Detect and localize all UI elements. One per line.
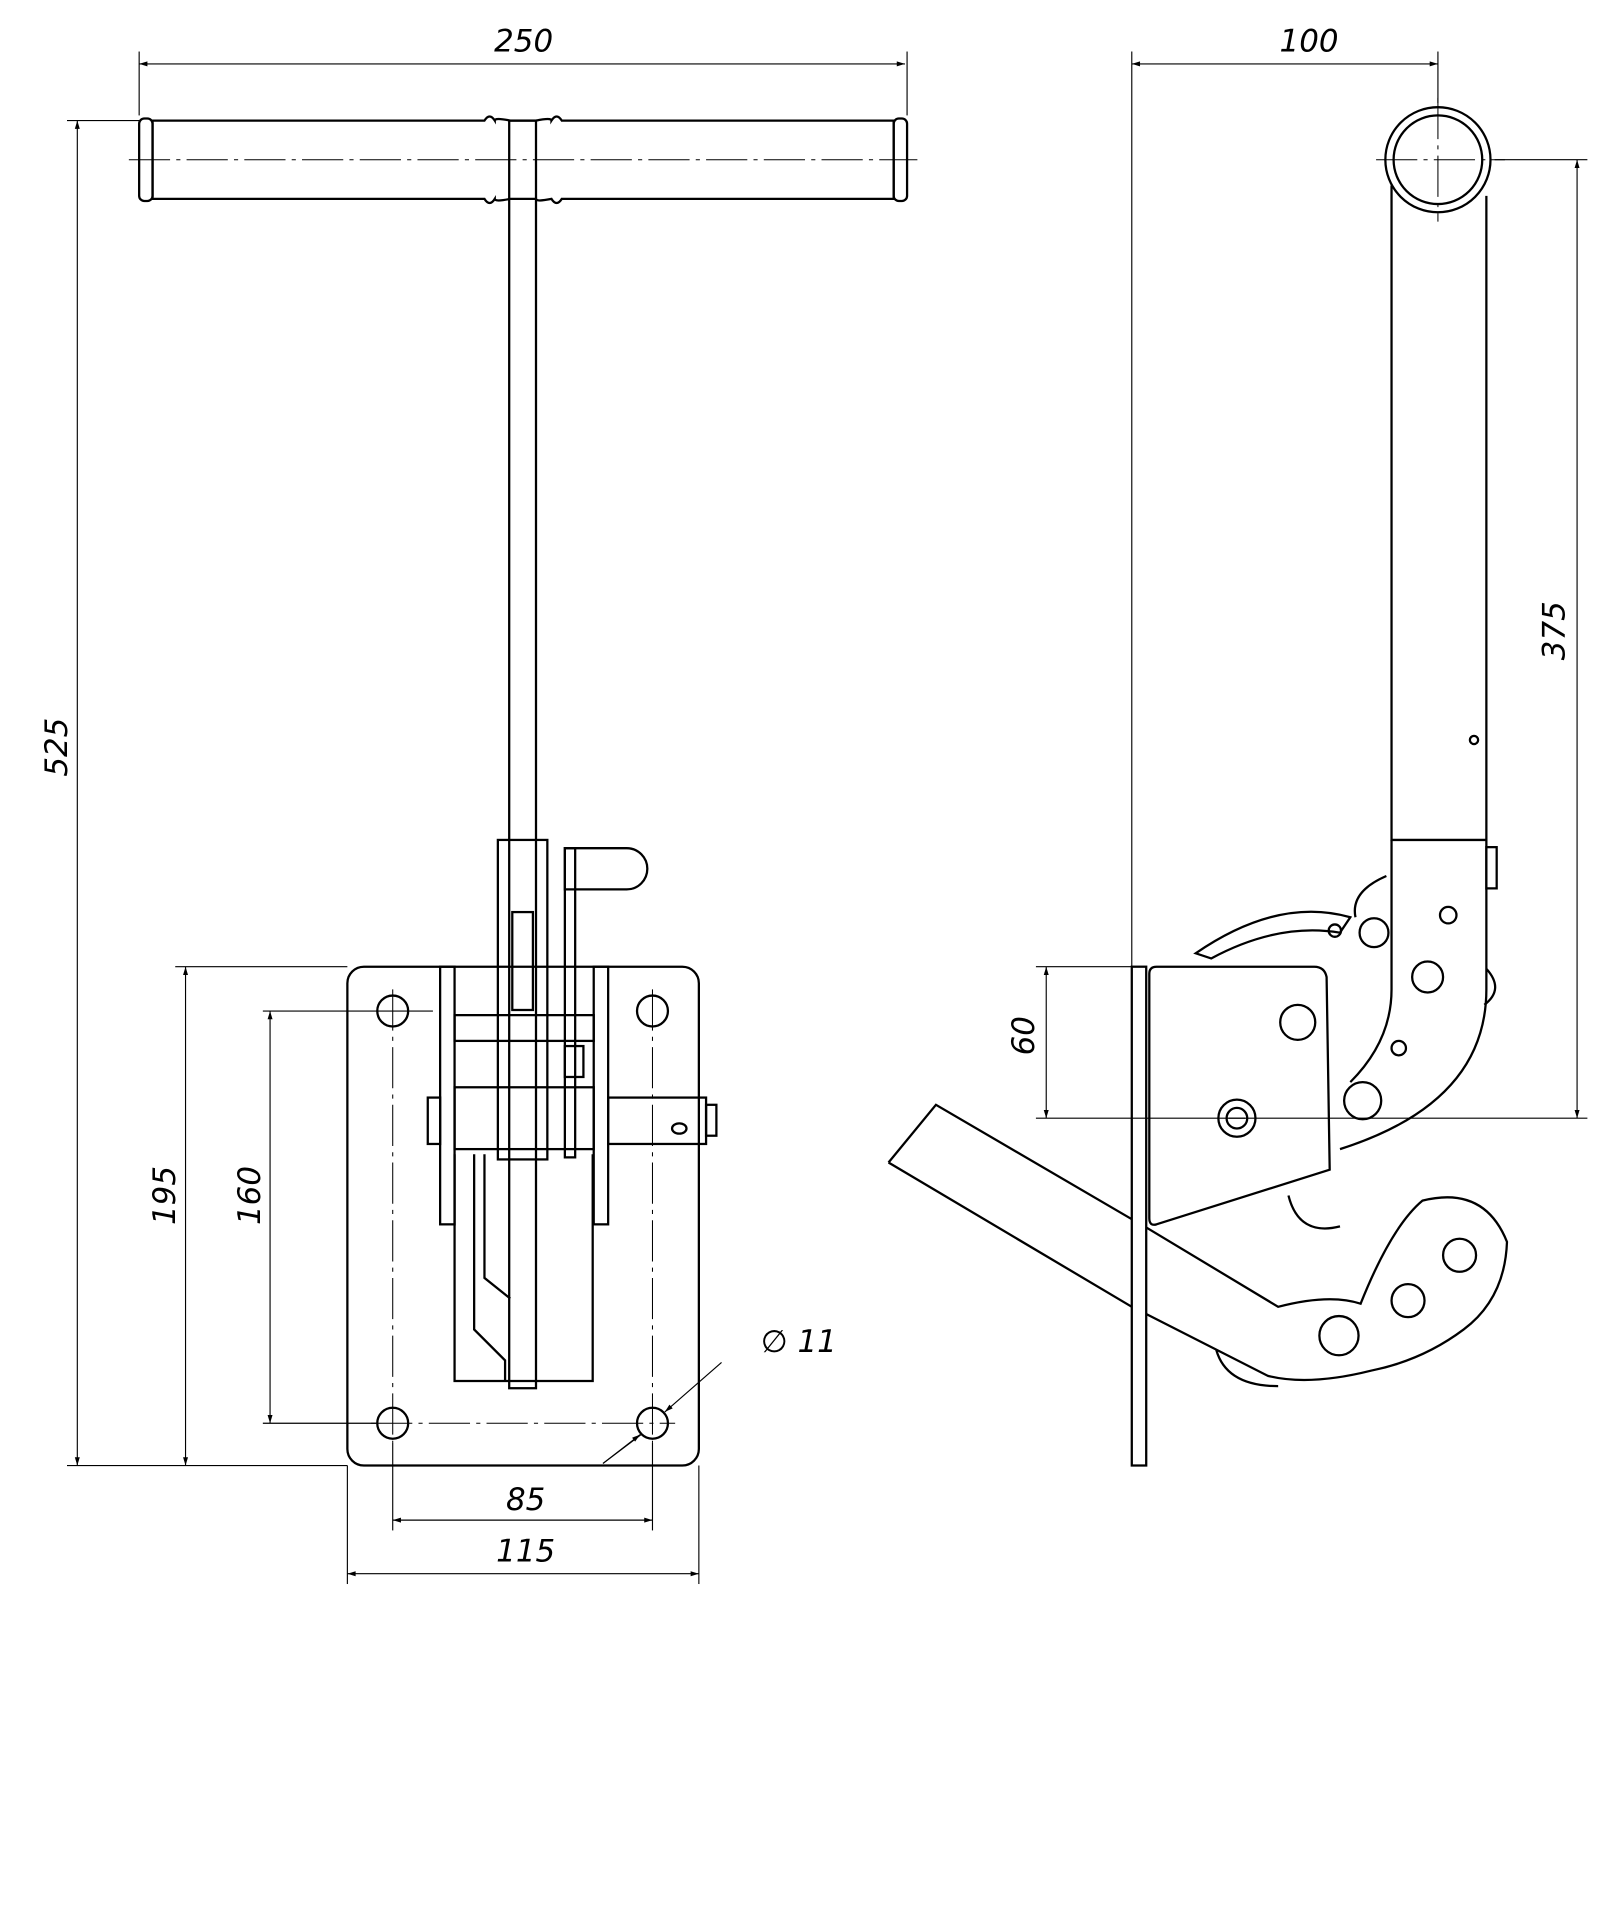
drawing-line [1390,1039,1408,1057]
lever-tube [1339,97,1505,1151]
drawing-line [453,1086,595,1151]
drawing-line [563,847,577,1159]
drawing-line [473,1154,511,1381]
drawing-line [1193,910,1353,960]
shaft [508,119,538,1390]
side-view: 100 375 60 [887,24,1588,1467]
front-view: 250 525 195 160 85 115 ∅ 11 [39,24,918,1585]
drawing-line [602,1434,641,1464]
drawing-line [1215,1195,1341,1388]
foot-lever [887,1103,1509,1388]
drawing-line [453,1154,594,1383]
drawing-line [704,1103,718,1137]
ratchet [1193,874,1497,1006]
drawing-line [1485,846,1498,890]
drawing-line [1353,874,1497,1006]
drawing-line [563,847,649,891]
dim-60: 60 [1006,1016,1042,1055]
base-plate [346,965,700,1467]
drawing-line [426,1096,442,1146]
dim-525: 525 [39,718,75,777]
drawing-line [453,1014,595,1043]
drawing-line [1390,185,1488,842]
t-handle [128,115,918,205]
drawing-line [1438,905,1458,925]
mechanism [426,838,718,1383]
drawing-line [1148,965,1331,1226]
mount-plate [1130,965,1148,1467]
drawing-line [1411,960,1445,994]
dim-195: 195 [147,1166,183,1225]
drawing-line [1390,1282,1426,1319]
dim-115: 115 [496,1533,555,1569]
drawing-line [1441,1237,1478,1273]
drawing-line [511,910,535,1012]
drawing-line [496,838,549,1161]
side-dimensions: 100 375 60 [1006,24,1588,1119]
drawing-line [607,1096,708,1146]
drawing-line [1327,923,1343,938]
dim-hole-diameter: ∅ 11 [761,1324,837,1360]
drawing-line [1318,1314,1360,1357]
drawing-line [1342,1080,1383,1121]
drawing-line [1279,1003,1317,1042]
drawing-line [439,965,456,1226]
dim-160: 160 [232,1166,268,1225]
drawing-line [670,1122,688,1135]
drawing-line [1358,917,1390,949]
drawing-line [346,965,700,1467]
drawing-line [592,965,610,1226]
drawing-line [887,1103,1509,1382]
front-dimensions: 250 525 195 160 85 115 ∅ 11 [39,24,908,1585]
drawing-line [1468,734,1480,746]
dim-85: 85 [506,1482,545,1518]
drawing-line [1339,839,1488,1151]
dim-375: 375 [1537,601,1573,660]
drawing-line [664,1362,722,1413]
dim-250: 250 [494,24,553,60]
dim-100: 100 [1280,24,1339,60]
drawing-line [563,1044,585,1079]
housing-box [1148,965,1331,1226]
